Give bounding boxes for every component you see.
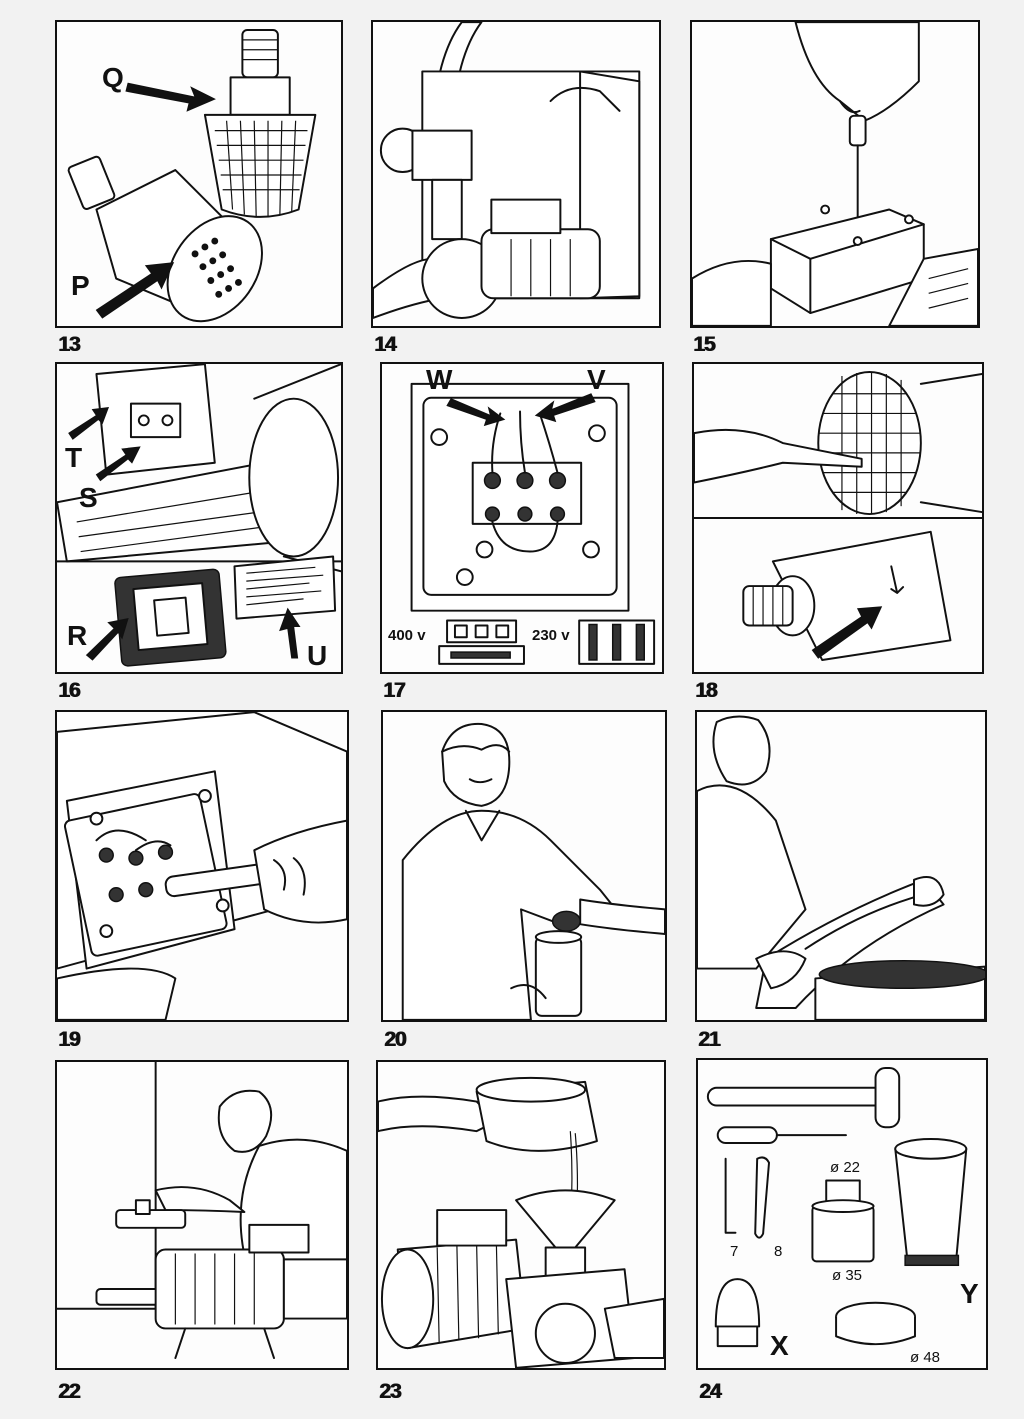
figure-24-panel: 7 8 ø 22 ø 35 ø 48 X Y [696, 1058, 988, 1370]
figure-18-panel [692, 362, 984, 674]
tool-label-dia-22: ø 22 [830, 1159, 861, 1176]
figure-20-number: 20 [384, 1028, 406, 1051]
figure-17-illustration [410, 382, 656, 665]
figure-23-illustration [378, 1076, 664, 1368]
callout-p-label: P [71, 270, 90, 301]
figure-17-panel: W V 400 v 230 v [380, 362, 664, 674]
callout-y-label: Y [960, 1278, 979, 1309]
tool-label-dia-35: ø 35 [832, 1267, 863, 1284]
figure-21-panel [695, 710, 987, 1022]
figure-15-number: 15 [693, 333, 715, 356]
figure-23-panel [376, 1060, 666, 1370]
figure-13-illustration [67, 29, 317, 323]
figure-24-number: 24 [699, 1380, 721, 1403]
callout-x-label: X [770, 1330, 789, 1361]
figure-22-illustration [57, 1062, 347, 1360]
figure-22-number: 22 [58, 1380, 80, 1403]
tool-label-8: 8 [774, 1243, 783, 1260]
voltage-400v-label: 400 v [388, 627, 426, 644]
callout-u-label: U [307, 640, 328, 671]
figure-13-number: 13 [58, 333, 80, 356]
callout-t-label: T [65, 442, 83, 473]
figure-14-panel [371, 20, 661, 328]
figure-20-panel [381, 710, 667, 1022]
figure-24-illustration [706, 1067, 968, 1348]
figure-22-panel [55, 1060, 349, 1370]
callout-w-label: W [426, 364, 453, 395]
figure-15-panel [690, 20, 980, 328]
callout-q-label: Q [102, 62, 124, 93]
figure-19-number: 19 [58, 1028, 80, 1051]
figure-21-illustration [697, 715, 985, 1020]
figure-14-illustration [373, 22, 641, 319]
figure-21-number: 21 [698, 1028, 720, 1051]
figure-18-illustration [694, 371, 982, 662]
figure-15-illustration [692, 22, 978, 326]
figure-16-panel: T S R U [55, 362, 343, 674]
callout-r-label: R [67, 620, 88, 651]
figure-20-illustration [401, 723, 665, 1020]
tool-label-7: 7 [730, 1243, 739, 1260]
figure-18-number: 18 [695, 679, 717, 702]
callout-s-label: S [79, 482, 98, 513]
figure-16-number: 16 [58, 679, 80, 702]
figure-19-illustration [57, 712, 347, 1020]
figure-19-panel [55, 710, 349, 1022]
figure-23-number: 23 [379, 1380, 401, 1403]
tool-label-dia-48: ø 48 [910, 1349, 941, 1366]
figure-17-number: 17 [383, 679, 405, 702]
figure-14-number: 14 [374, 333, 396, 356]
callout-v-label: V [587, 364, 606, 395]
figure-13-panel: Q P [55, 20, 343, 328]
voltage-230v-label: 230 v [532, 627, 570, 644]
figure-16-illustration [57, 364, 341, 667]
